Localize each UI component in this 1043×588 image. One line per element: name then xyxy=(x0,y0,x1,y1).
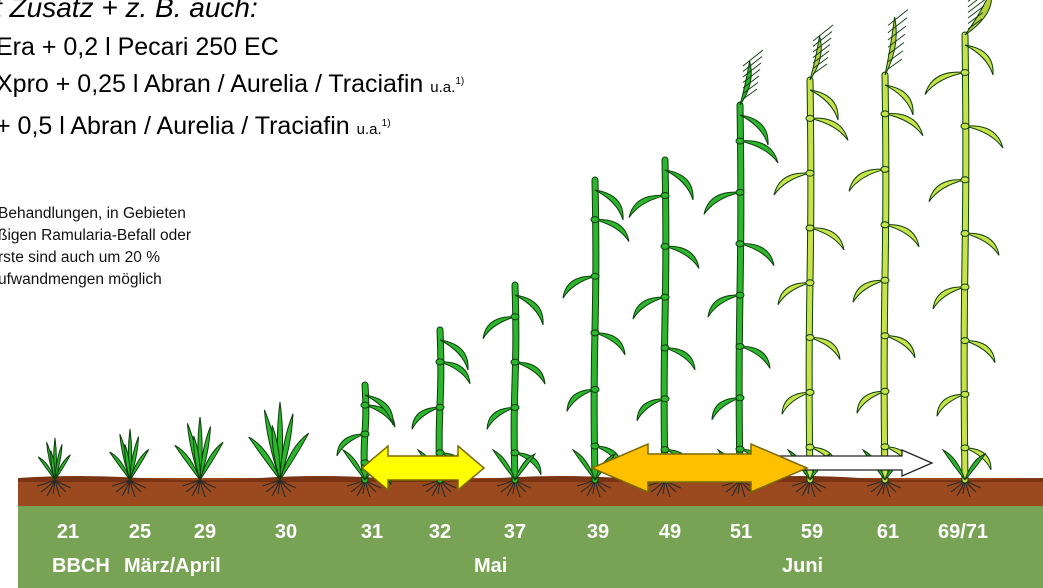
spray-arrow-t2 xyxy=(590,442,809,494)
ear xyxy=(884,9,909,76)
plant-stage-30 xyxy=(248,401,310,498)
bbch-stage-59: 59 xyxy=(800,521,824,543)
bbch-stage-32: 32 xyxy=(428,521,452,543)
bbch-stage-37: 37 xyxy=(503,521,527,543)
bbch-stage-30: 30 xyxy=(274,521,298,543)
header-title: t Zusatz + z. B. auch: xyxy=(0,0,258,23)
bbch-stage-61: 61 xyxy=(876,521,900,543)
bbch-stage-21: 21 xyxy=(56,521,80,543)
bbch-stage-69-71: 69/71 xyxy=(937,521,989,543)
plant-stage-51 xyxy=(703,49,779,498)
bbch-stage-31: 31 xyxy=(360,521,384,543)
product-line-3-text: + 0,5 l Abran / Aurelia / Traciafin xyxy=(0,112,350,140)
ear xyxy=(809,24,834,81)
product-line-3: + 0,5 l Abran / Aurelia / Traciafin u.a.… xyxy=(0,112,391,141)
product-line-2: Xpro + 0,25 l Abran / Aurelia / Traciafi… xyxy=(0,70,464,99)
stage-bar xyxy=(18,506,1043,588)
footnote-marker: 1) xyxy=(381,118,391,129)
plant-stage-49 xyxy=(628,156,700,498)
ear xyxy=(739,49,764,106)
product-line-1: Era + 0,2 l Pecari 250 EC xyxy=(0,33,279,62)
spray-window-arrows xyxy=(360,442,934,494)
spray-arrow-t1 xyxy=(360,444,486,492)
plant-stage-25 xyxy=(109,428,150,498)
plant-roots xyxy=(181,479,217,498)
bbch-stage-39: 39 xyxy=(586,521,610,543)
ramularia-note: Behandlungen, in Gebieten ßigen Ramulari… xyxy=(0,203,328,291)
plant-stage-21 xyxy=(36,437,72,498)
plant-stage-39 xyxy=(562,176,630,498)
ear xyxy=(964,0,992,36)
plant-stage-29 xyxy=(174,416,224,498)
plants-group xyxy=(36,0,1004,498)
plant-roots xyxy=(261,479,297,498)
product-line-2-suffix: u.a.1) xyxy=(430,76,465,96)
soil-surface xyxy=(18,476,1043,482)
plant-stage-69-71 xyxy=(924,0,1004,498)
note-line-3: rste sind auch um 20 % xyxy=(0,249,160,266)
product-line-2-text: Xpro + 0,25 l Abran / Aurelia / Traciafi… xyxy=(0,70,424,98)
footnote-marker: 1) xyxy=(455,76,465,87)
plant-stage-61 xyxy=(848,9,924,498)
product-line-1-text: Era + 0,2 l Pecari 250 EC xyxy=(0,33,279,61)
soil-strip xyxy=(18,478,1043,507)
plant-stage-59 xyxy=(773,24,849,498)
bbch-label: BBCH xyxy=(52,555,110,577)
month-maerz-april: März/April xyxy=(124,555,221,577)
bbch-stage-49: 49 xyxy=(658,521,682,543)
note-line-4: ufwandmengen möglich xyxy=(0,271,162,288)
month-mai: Mai xyxy=(474,555,508,577)
plant-roots xyxy=(111,479,147,498)
bbch-stage-29: 29 xyxy=(193,521,217,543)
plant-roots xyxy=(36,479,72,498)
product-line-3-suffix: u.a.1) xyxy=(356,118,391,138)
note-line-1: Behandlungen, in Gebieten xyxy=(0,205,186,222)
note-line-2: ßigen Ramularia-Befall oder xyxy=(0,227,191,244)
bbch-stage-25: 25 xyxy=(128,521,152,543)
bbch-stage-51: 51 xyxy=(729,521,753,543)
month-juni: Juni xyxy=(782,555,824,577)
plant-stage-37 xyxy=(482,281,546,498)
